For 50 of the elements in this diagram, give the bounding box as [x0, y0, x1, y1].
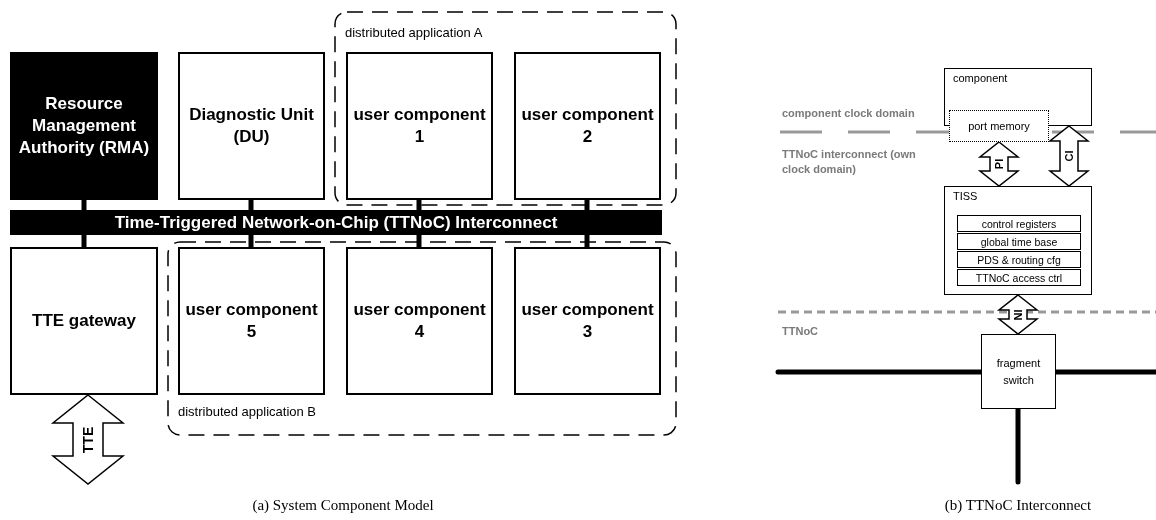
memory-block: [949, 110, 1049, 142]
gateway-block: [10, 247, 158, 395]
block-label: user component 3: [520, 298, 655, 343]
domain-label: TTNoC: [782, 324, 819, 339]
edge-label: NI: [1012, 309, 1024, 320]
switch-block: [981, 334, 1056, 409]
edge-label: CI: [1063, 150, 1075, 162]
register-block: [957, 215, 1081, 232]
subsystem-block: [944, 186, 1092, 295]
register-block: [957, 251, 1081, 268]
component-block: [178, 247, 325, 395]
block-label: PDS & routing cfg: [977, 253, 1061, 266]
unit-block: [178, 52, 325, 200]
block-label: Time-Triggered Network-on-Chip (TTNoC) Interconnect: [114, 212, 558, 233]
block-label: user component 5: [184, 298, 319, 343]
block-label: TTE gateway: [32, 309, 136, 332]
edge-label: PI: [993, 158, 1005, 170]
figure-caption: (a) System Component Model: [252, 497, 434, 514]
block-label: Diagnostic Unit (DU): [188, 103, 315, 148]
group-label: distributed application A: [345, 25, 483, 40]
block-label: user component 2: [520, 103, 655, 148]
block-label: TTNoC access ctrl: [975, 271, 1063, 284]
domain-label: TTNoC interconnect (own clock domain): [782, 147, 917, 177]
double-arrow: [1047, 125, 1091, 187]
block-label: global time base: [980, 235, 1058, 248]
block-label: port memory: [968, 120, 1030, 132]
component-block: [346, 247, 493, 395]
block-label: user component 4: [352, 298, 487, 343]
interconnect-bus: [10, 210, 662, 235]
double-arrow: [50, 394, 126, 485]
dashed-group-region: [335, 12, 676, 205]
register-block: [957, 233, 1081, 250]
block-label: fragment switch: [995, 356, 1042, 388]
block-label: user component 1: [352, 103, 487, 148]
double-arrow: [977, 141, 1021, 187]
block-label: component: [953, 72, 1008, 84]
edge-label: TTE: [81, 426, 95, 453]
dashed-group-region: [168, 242, 676, 435]
authority-block: [10, 52, 158, 200]
group-label: distributed application B: [178, 404, 317, 419]
component-block: [514, 247, 661, 395]
block-label: TISS: [953, 190, 978, 202]
block-label: control registers: [981, 217, 1057, 230]
component-block: [514, 52, 661, 200]
double-arrow: [996, 294, 1040, 335]
block-label: Resource Management Authority (RMA): [17, 92, 151, 160]
figure-caption: (b) TTNoC Interconnect: [944, 497, 1092, 514]
domain-label: component clock domain: [782, 106, 915, 121]
component-block: [346, 52, 493, 200]
register-block: [957, 269, 1081, 286]
